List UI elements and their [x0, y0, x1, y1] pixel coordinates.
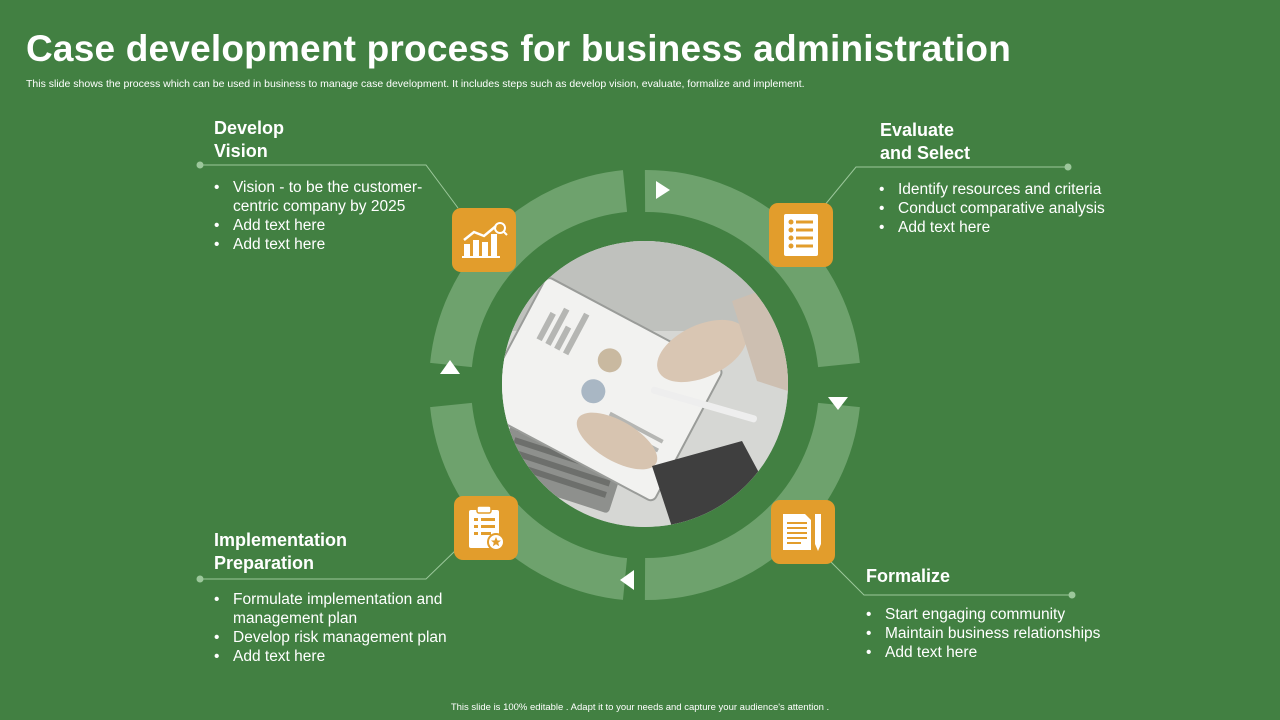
step-heading-evaluate-select: Evaluate and Select: [880, 120, 971, 163]
connector-line-evaluate: [823, 166, 1068, 207]
connector-dot-implementation: [196, 575, 204, 583]
bullet-item: Develop risk management plan: [214, 628, 476, 647]
step-bullets-develop-vision: Vision - to be the customer-centric comp…: [214, 178, 454, 254]
slide-title: Case development process for business ad…: [26, 28, 1012, 69]
bullet-item: Identify resources and criteria: [879, 180, 1179, 199]
bullet-item: Add text here: [214, 216, 454, 235]
bullet-item: Conduct comparative analysis: [879, 199, 1179, 218]
bullet-item: Add text here: [866, 643, 1166, 662]
arrow-right-icon: [656, 181, 670, 199]
arrow-left-icon: [620, 570, 634, 590]
slide-footer: This slide is 100% editable . Adapt it t…: [450, 702, 830, 713]
document-pencil-icon: [783, 514, 821, 551]
develop-vision-icon-box: [452, 208, 516, 272]
bullet-item: Add text here: [879, 218, 1179, 237]
step-bullets-evaluate-select: Identify resources and criteria Conduct …: [879, 180, 1179, 237]
center-photo: [502, 241, 788, 527]
step-heading-develop-vision: Develop Vision: [214, 118, 285, 161]
checklist-icon: [784, 214, 818, 256]
bullet-item: Start engaging community: [866, 605, 1166, 624]
implementation-icon-box: [454, 496, 518, 560]
bullet-item: Vision - to be the customer-centric comp…: [214, 178, 454, 216]
bullet-item: Maintain business relationships: [866, 624, 1166, 643]
connector-dot-formalize: [1068, 591, 1076, 599]
bullet-item: Formulate implementation and management …: [214, 590, 476, 628]
connector-line-formalize: [829, 560, 1072, 596]
arrow-up-icon: [440, 360, 460, 374]
step-bullets-formalize: Start engaging community Maintain busine…: [866, 605, 1166, 662]
clipboard-star-icon: [469, 505, 505, 551]
connector-dot-evaluate: [1064, 163, 1072, 171]
formalize-icon-box: [771, 500, 835, 564]
step-bullets-implementation: Formulate implementation and management …: [214, 590, 476, 666]
bullet-item: Add text here: [214, 647, 476, 666]
bullet-item: Add text here: [214, 235, 454, 254]
evaluate-select-icon-box: [769, 203, 833, 267]
step-heading-implementation: Implementation Preparation: [214, 530, 348, 573]
connector-dot-develop: [196, 161, 204, 169]
slide-subtitle: This slide shows the process which can b…: [26, 78, 805, 90]
step-heading-formalize: Formalize: [866, 566, 951, 586]
connector-line-implementation: [200, 549, 457, 580]
growth-chart-icon: [462, 222, 508, 258]
arrow-down-icon: [828, 397, 848, 410]
